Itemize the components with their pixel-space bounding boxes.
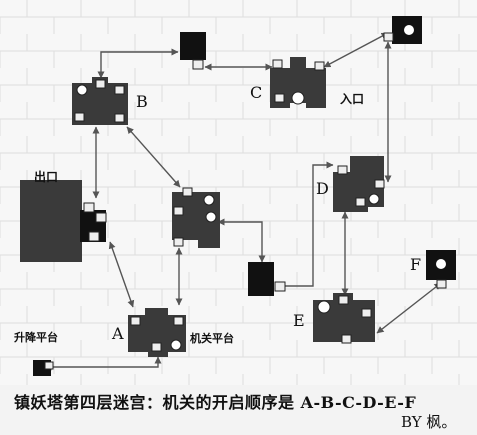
label-room-b: B (136, 92, 148, 111)
caption: 镇妖塔第四层迷宫：机关的开启顺序是 A-B-C-D-E-F BY 枫。 (0, 385, 477, 435)
switch-entrance (383, 16, 422, 44)
room-a (128, 308, 186, 357)
label-exit: 出口 (34, 169, 58, 184)
arrow-exit-to-a (108, 241, 135, 308)
room-e (313, 293, 375, 344)
arrow-a-to-mechanism (44, 356, 162, 371)
label-room-d: D (316, 179, 329, 198)
room-center (172, 187, 220, 248)
switch-top (180, 32, 206, 70)
room-f (426, 250, 456, 289)
arrow-b-to-top-switch (97, 48, 179, 79)
exit-room (20, 180, 107, 262)
arrow-b-to-center (126, 126, 181, 188)
label-room-e: E (293, 311, 305, 330)
label-entrance: 入口 (340, 92, 364, 106)
room-c (270, 57, 326, 108)
arrow-center-to-mid-switch (217, 218, 266, 263)
room-d (333, 156, 385, 212)
label-room-f: F (410, 255, 421, 274)
arrow-c-to-entrance-switch (323, 32, 389, 68)
caption-author: BY 枫。 (401, 413, 457, 431)
switch-middle (248, 262, 286, 296)
room-b (72, 77, 128, 125)
connection-arrows (44, 32, 442, 371)
arrow-e-to-f (376, 282, 442, 334)
label-room-c: C (250, 83, 262, 102)
maze-map: 出口 入口 升降平台 机关平台 A B C D E F (0, 0, 477, 385)
label-elevator: 升降平台 (14, 330, 58, 344)
label-room-a: A (111, 324, 124, 343)
arrow-mid-switch-to-d (275, 161, 334, 290)
caption-text: 镇妖塔第四层迷宫：机关的开启顺序是 A-B-C-D-E-F (14, 393, 417, 412)
elevator-platform (33, 360, 54, 376)
label-mechanism: 机关平台 (190, 331, 234, 345)
